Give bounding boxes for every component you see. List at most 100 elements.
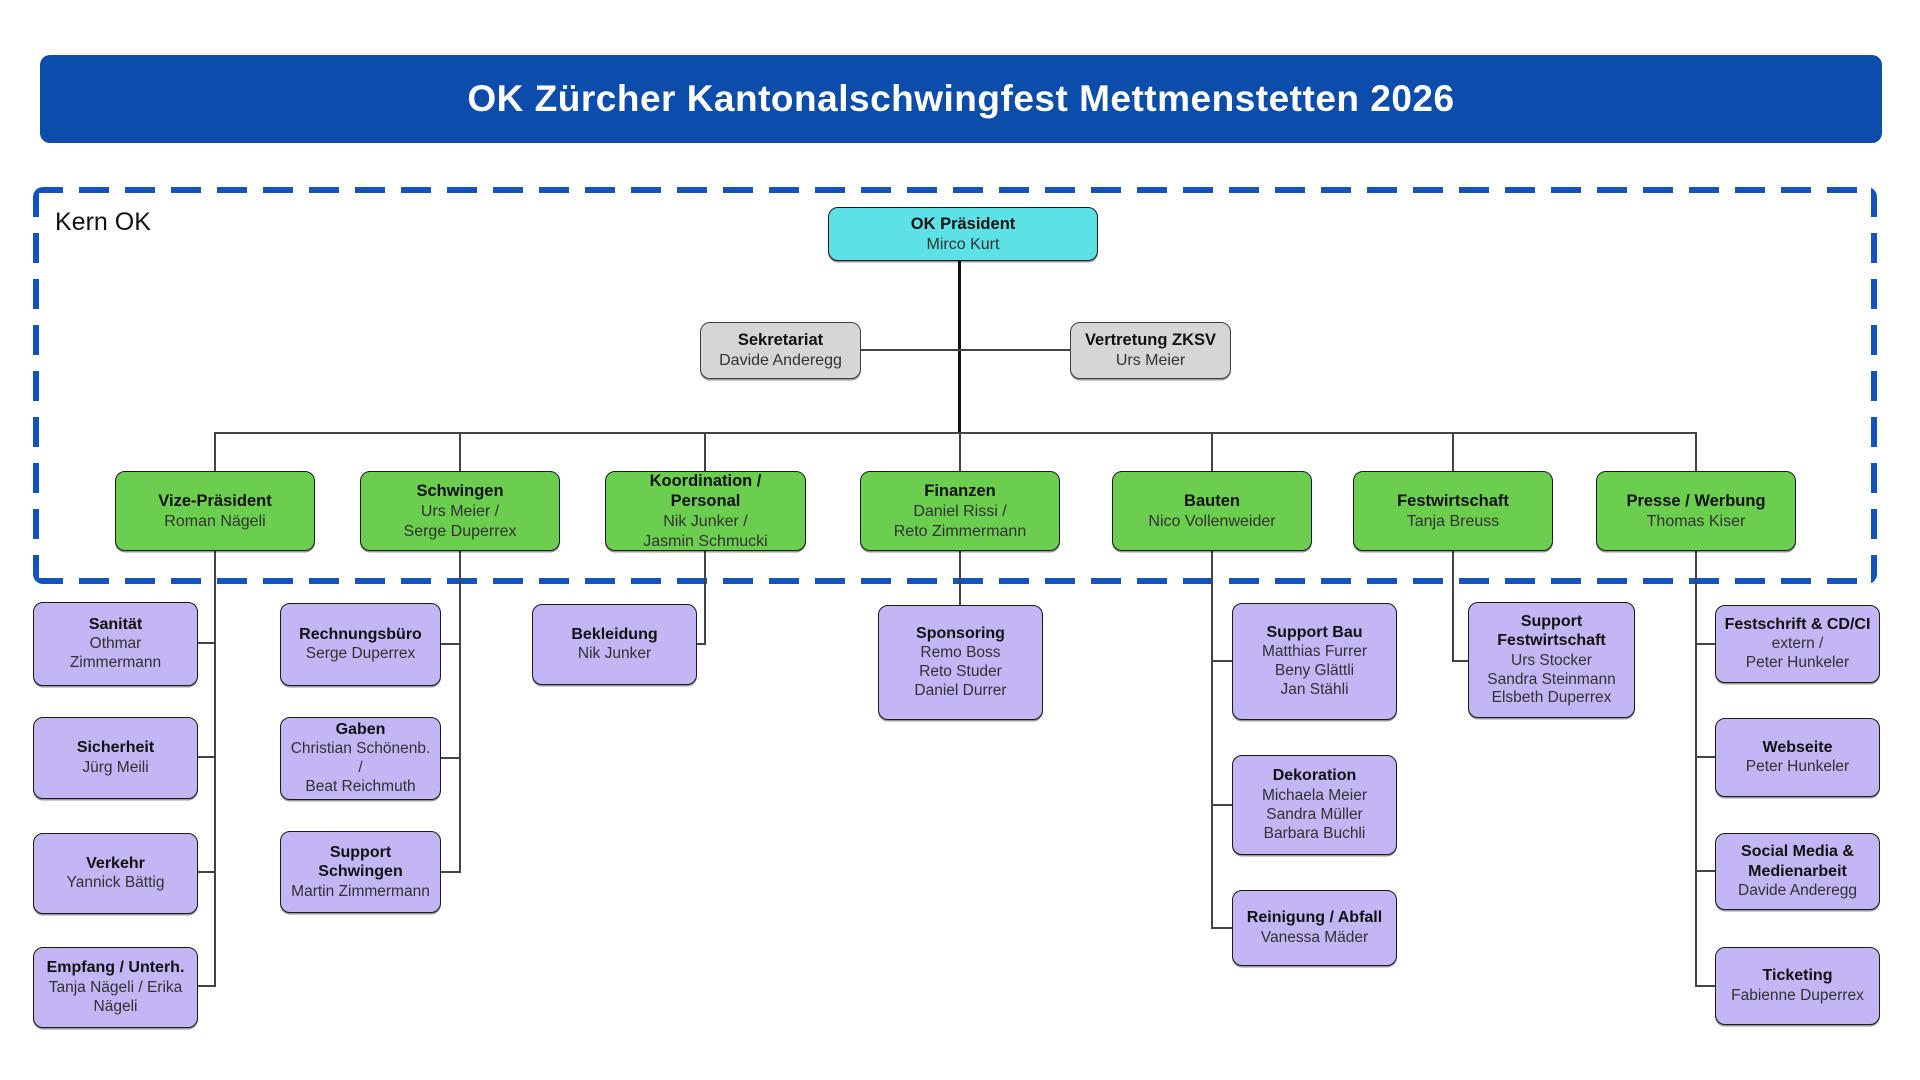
connector-drop-festwirtschaft: [1452, 432, 1454, 471]
connector-col-schwingen-vline: [459, 551, 461, 873]
connector-col-festwirtschaft-vline: [1452, 551, 1454, 662]
node-title: Gaben: [335, 720, 386, 738]
node-koordination-personal: Koordination / Personal Nik Junker / Jas…: [605, 471, 806, 551]
connector-stub-dekoration: [1212, 804, 1232, 806]
node-ok-praesident: OK Präsident Mirco Kurt: [828, 207, 1098, 261]
node-title: Support Festwirtschaft: [1497, 612, 1606, 650]
node-names: Tanja Nägeli / Erika Nägeli: [48, 978, 183, 1015]
node-sponsoring: Sponsoring Remo Boss Reto Studer Daniel …: [878, 605, 1043, 720]
node-bekleidung: Bekleidung Nik Junker: [532, 604, 697, 685]
connector-col-bauten-vline: [1211, 551, 1213, 929]
node-title: Reinigung / Abfall: [1246, 909, 1383, 927]
node-title: Presse / Werbung: [1626, 491, 1766, 510]
node-bauten: Bauten Nico Vollenweider: [1112, 471, 1312, 551]
connector-stub-gaben: [441, 757, 460, 759]
node-support-bau: Support Bau Matthias Furrer Beny Glättli…: [1232, 603, 1397, 720]
node-gaben: Gaben Christian Schönenb. / Beat Reichmu…: [280, 717, 441, 800]
node-names: extern / Peter Hunkeler: [1745, 635, 1850, 672]
node-title: Social Media & Medienarbeit: [1741, 843, 1854, 880]
node-title: Dekoration: [1272, 767, 1357, 785]
node-rechnungsbuero: Rechnungsbüro Serge Duperrex: [280, 603, 441, 686]
connector-col-presse-vline: [1695, 551, 1697, 987]
connector-stub-social-media: [1696, 870, 1715, 872]
connector-stub-empfang: [197, 985, 215, 987]
node-title: OK Präsident: [910, 214, 1016, 233]
node-presse-werbung: Presse / Werbung Thomas Kiser: [1596, 471, 1796, 551]
node-title: Rechnungsbüro: [299, 625, 422, 643]
node-title: Festwirtschaft: [1397, 491, 1509, 510]
node-title: Koordination / Personal: [649, 471, 762, 510]
node-title: Bekleidung: [571, 625, 658, 643]
connector-drop-vize: [214, 432, 216, 471]
node-names: Daniel Rissi / Reto Zimmermann: [893, 503, 1027, 540]
node-names: Roman Nägeli: [164, 512, 266, 530]
connector-drop-bauten: [1211, 432, 1213, 471]
node-schwingen: Schwingen Urs Meier / Serge Duperrex: [360, 471, 560, 551]
node-vize-praesident: Vize-Präsident Roman Nägeli: [115, 471, 315, 551]
connector-drop-finanzen: [959, 432, 961, 471]
connector-president-drop: [958, 259, 961, 433]
node-vertretung-zksv: Vertretung ZKSV Urs Meier: [1070, 322, 1231, 379]
node-names: Michaela Meier Sandra Müller Barbara Buc…: [1261, 786, 1368, 842]
node-finanzen: Finanzen Daniel Rissi / Reto Zimmermann: [860, 471, 1060, 551]
kern-ok-label: Kern OK: [55, 208, 151, 236]
node-title: Verkehr: [86, 854, 145, 872]
node-names: Nico Vollenweider: [1148, 512, 1276, 530]
node-names: Matthias Furrer Beny Glättli Jan Stähli: [1261, 643, 1368, 699]
node-title: Sanität: [88, 615, 143, 633]
node-names: Martin Zimmermann: [291, 882, 430, 900]
connector-stub-verkehr: [197, 871, 215, 873]
title-banner: OK Zürcher Kantonalschwingfest Mettmenst…: [40, 55, 1882, 143]
node-names: Vanessa Mäder: [1260, 928, 1369, 946]
connector-finanzen-vline: [959, 551, 961, 605]
node-names: Tanja Breuss: [1406, 512, 1500, 530]
node-title: Sponsoring: [916, 624, 1005, 642]
node-names: Othmar Zimmermann: [69, 635, 162, 672]
connector-drop-koordination: [704, 432, 706, 471]
connector-stub-reinigung: [1212, 927, 1232, 929]
connector-distribution-hline: [214, 432, 1697, 434]
node-support-festwirtschaft: Support Festwirtschaft Urs Stocker Sandr…: [1468, 602, 1635, 718]
node-ticketing: Ticketing Fabienne Duperrex: [1715, 947, 1880, 1025]
node-title: Webseite: [1762, 738, 1833, 756]
node-title: Vize-Präsident: [158, 491, 272, 510]
node-title: Sicherheit: [76, 739, 155, 757]
node-names: Nik Junker: [577, 645, 652, 663]
connector-stub-sicherheit: [197, 756, 215, 758]
node-title: Finanzen: [924, 481, 996, 500]
node-webseite: Webseite Peter Hunkeler: [1715, 718, 1880, 797]
node-title: Empfang / Unterh.: [46, 959, 185, 977]
node-title: Support Schwingen: [318, 843, 403, 881]
node-names: Serge Duperrex: [305, 645, 416, 663]
node-title: Festschrift & CD/CI: [1724, 615, 1871, 633]
connector-stub-support-festwirtschaft: [1453, 660, 1468, 662]
node-names: Urs Meier: [1115, 352, 1186, 370]
node-names: Mirco Kurt: [926, 235, 1000, 253]
node-sanitaet: Sanität Othmar Zimmermann: [33, 602, 198, 686]
node-title: Bauten: [1184, 491, 1240, 510]
node-sicherheit: Sicherheit Jürg Meili: [33, 717, 198, 799]
connector-stub-ticketing: [1696, 985, 1715, 987]
connector-stub-support-bau: [1212, 660, 1232, 662]
connector-staff-hline: [861, 349, 1070, 351]
connector-stub-rechnungsbuero: [441, 643, 460, 645]
connector-col-vize-vline: [214, 551, 216, 987]
node-names: Peter Hunkeler: [1745, 758, 1850, 776]
node-names: Nik Junker / Jasmin Schmucki: [643, 513, 768, 550]
connector-drop-presse: [1695, 432, 1697, 471]
node-names: Davide Anderegg: [1738, 882, 1857, 900]
node-names: Jürg Meili: [82, 758, 149, 776]
connector-drop-schwingen: [459, 432, 461, 471]
connector-stub-webseite: [1696, 756, 1715, 758]
node-title: Support Bau: [1266, 623, 1363, 641]
node-title: Schwingen: [416, 481, 504, 500]
node-empfang-unterhaltung: Empfang / Unterh. Tanja Nägeli / Erika N…: [33, 947, 198, 1028]
node-support-schwingen: Support Schwingen Martin Zimmermann: [280, 831, 441, 913]
node-title: Ticketing: [1762, 967, 1833, 985]
node-dekoration: Dekoration Michaela Meier Sandra Müller …: [1232, 755, 1397, 855]
node-names: Urs Stocker Sandra Steinmann Elsbeth Dup…: [1487, 651, 1616, 707]
node-names: Christian Schönenb. / Beat Reichmuth: [290, 740, 431, 796]
node-reinigung-abfall: Reinigung / Abfall Vanessa Mäder: [1232, 890, 1397, 966]
node-names: Remo Boss Reto Studer Daniel Durrer: [914, 644, 1007, 700]
